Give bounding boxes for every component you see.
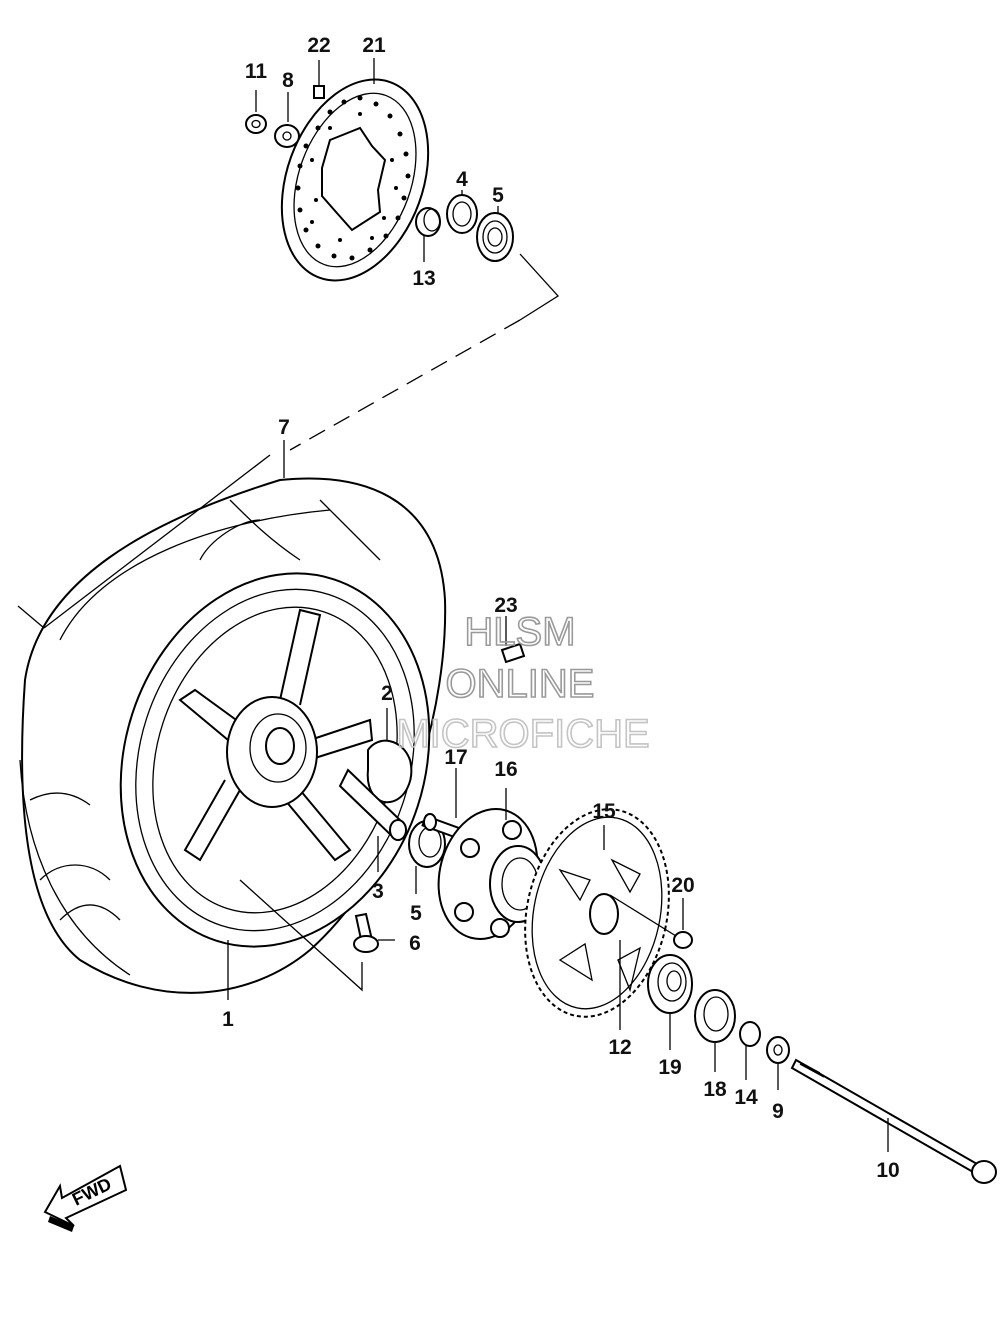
sprocket-nut [609, 894, 693, 949]
axis-dashed-line [289, 319, 521, 451]
sprocket-oil-seal [694, 989, 736, 1072]
part-labels: 1 2 3 4 5 5 6 7 8 9 10 11 12 13 14 15 16… [222, 34, 900, 1182]
watermark-line-1: HLSM [464, 610, 575, 654]
part-label-9: 9 [772, 1100, 784, 1123]
part-label-5-hub: 5 [410, 902, 422, 925]
tire-valve [353, 912, 395, 953]
part-label-23: 23 [494, 594, 517, 617]
axle-washer [766, 1036, 790, 1090]
clip [500, 616, 526, 664]
part-label-1: 1 [222, 1008, 234, 1031]
rear-sprocket [524, 808, 670, 1018]
watermark-line-2: ONLINE [446, 662, 595, 706]
part-label-16: 16 [494, 758, 517, 781]
watermark: HLSM ONLINE MICROFICHE [396, 609, 651, 757]
brake-disc [280, 78, 430, 282]
part-label-4: 4 [456, 168, 468, 191]
part-label-19: 19 [658, 1056, 681, 1079]
watermark-line-3: MICROFICHE [396, 712, 649, 756]
part-label-2: 2 [381, 682, 393, 705]
part-label-10: 10 [876, 1159, 899, 1182]
part-label-22: 22 [307, 34, 330, 57]
part-label-11: 11 [245, 60, 268, 83]
part-label-6: 6 [409, 932, 421, 955]
brake-disc-assembly [245, 60, 560, 451]
part-label-20: 20 [671, 874, 694, 897]
sprocket-assembly [421, 768, 997, 1184]
part-label-13: 13 [412, 267, 435, 290]
disc-bolt [313, 60, 325, 99]
axle-spacer [338, 768, 407, 872]
rear-axle [790, 1058, 997, 1184]
disc-axis-leader [519, 253, 560, 321]
part-label-17: 17 [444, 746, 467, 769]
disc-side-bearing [476, 206, 514, 262]
disc-nut [245, 90, 267, 134]
part-label-15: 15 [592, 800, 616, 823]
part-label-5-top: 5 [492, 184, 504, 207]
disc-side-oil-seal [446, 190, 478, 234]
fwd-arrow-icon: FWD [43, 1164, 128, 1232]
disc-washer [274, 92, 300, 148]
disc-spacer [415, 207, 441, 262]
sprocket-bearing [647, 954, 693, 1050]
part-label-21: 21 [362, 34, 386, 57]
part-label-3: 3 [372, 880, 384, 903]
rear-wheel-and-tire [17, 454, 447, 1000]
wheel-hub [226, 696, 318, 808]
part-label-12: 12 [608, 1036, 631, 1059]
part-label-8: 8 [282, 69, 294, 92]
part-label-14: 14 [734, 1086, 758, 1109]
sprocket-spacer [739, 1021, 761, 1080]
part-label-7: 7 [278, 416, 290, 439]
wheel-spokes [178, 608, 374, 862]
part-label-18: 18 [703, 1078, 727, 1101]
